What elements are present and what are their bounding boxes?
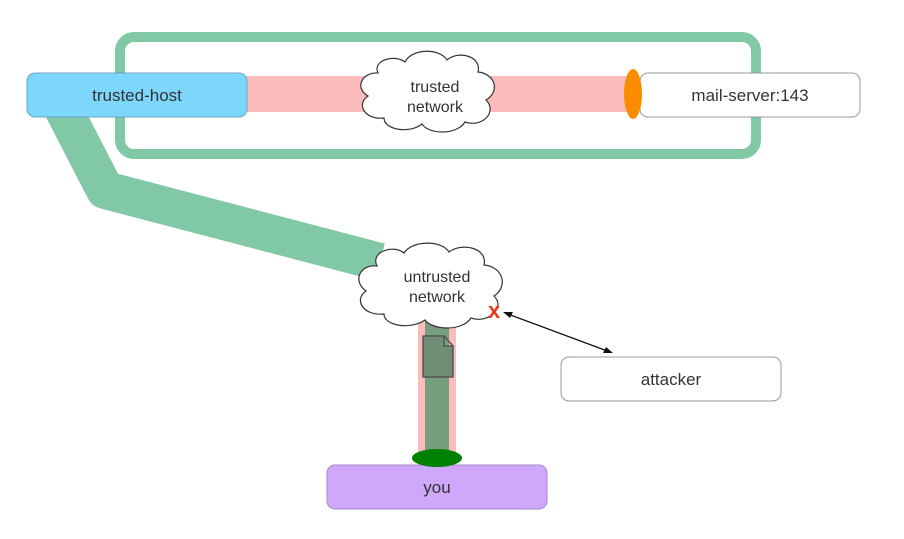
- tunnel-to-you: [425, 302, 449, 462]
- trusted-host-label: trusted-host: [92, 86, 182, 105]
- trusted-cloud-label-2: network: [407, 99, 464, 116]
- arrowhead-end: [603, 347, 613, 353]
- attacker-node: [560, 356, 782, 402]
- trusted-host-node: [26, 72, 248, 118]
- untrusted-cloud-label-2: network: [409, 289, 466, 306]
- endpoint-marker: [412, 449, 462, 467]
- mail-server-label: mail-server:143: [691, 86, 808, 105]
- trusted-cloud-label-1: trusted: [411, 79, 460, 96]
- document-icon: [422, 335, 454, 378]
- x-mark-icon: x: [488, 298, 501, 323]
- attack-arrow: [504, 312, 611, 353]
- you-label: you: [423, 478, 450, 497]
- attacker-label: attacker: [641, 370, 702, 389]
- untrusted-cloud: [358, 242, 503, 329]
- untrusted-cloud-label-1: untrusted: [404, 269, 471, 286]
- trusted-cloud: [360, 50, 495, 133]
- arrowhead-start: [503, 312, 513, 318]
- port-marker: [624, 69, 642, 119]
- ssh-tunnel: [39, 86, 385, 281]
